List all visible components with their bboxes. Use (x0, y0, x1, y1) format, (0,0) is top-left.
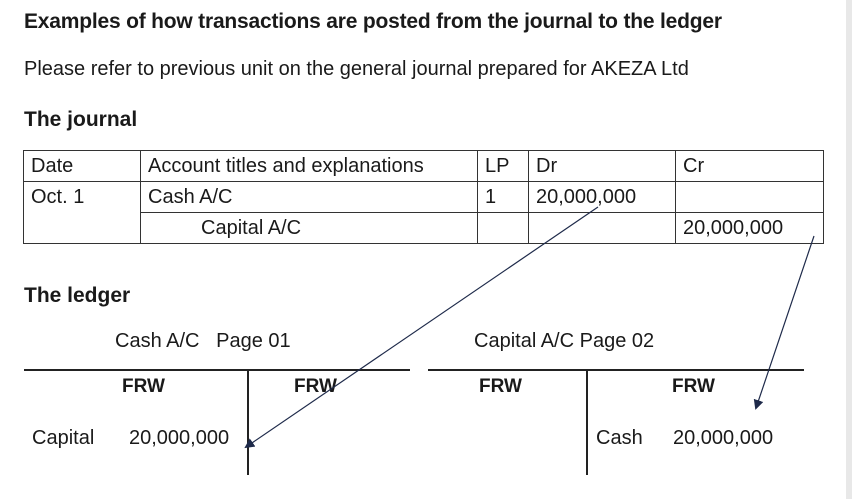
intro-text: Please refer to previous unit on the gen… (24, 58, 689, 80)
capital-account-caption: Capital A/C Page 02 (474, 330, 655, 352)
header-dr: Dr (528, 150, 676, 182)
header-account: Account titles and explanations (140, 150, 478, 182)
cell-account: Cash A/C (140, 181, 478, 213)
ledger-title: The ledger (24, 284, 131, 307)
cash-account-vertical-line (247, 369, 249, 475)
page-heading: Examples of how transactions are posted … (24, 10, 722, 33)
cell-cr: 20,000,000 (675, 212, 824, 244)
header-cr: Cr (675, 150, 824, 182)
cash-account-horizontal-line (24, 369, 410, 371)
cash-account-caption: Cash A/C Page 01 (115, 330, 291, 352)
header-date: Date (23, 150, 141, 182)
capital-debit-heading: FRW (479, 376, 522, 397)
arrow-dr-to-cash-ledger (244, 206, 599, 449)
capital-credit-entry-label: Cash (596, 427, 643, 449)
cell-cr (675, 181, 824, 213)
journal-title: The journal (24, 108, 138, 131)
journal-row: Oct. 1 Cash A/C 1 20,000,000 (23, 181, 824, 213)
cell-dr (528, 212, 676, 244)
journal-header-row: Date Account titles and explanations LP … (23, 150, 824, 182)
journal-table: Date Account titles and explanations LP … (23, 150, 824, 244)
cell-account: Capital A/C (140, 212, 478, 244)
journal-row: Capital A/C 20,000,000 (23, 212, 824, 244)
capital-credit-entry-amount: 20,000,000 (673, 427, 774, 449)
capital-credit-heading: FRW (672, 376, 715, 397)
cash-debit-heading: FRW (122, 376, 165, 397)
cell-date: Oct. 1 (23, 181, 141, 213)
arrow-cr-to-capital-ledger (753, 235, 815, 410)
capital-account-horizontal-line (428, 369, 804, 371)
cash-debit-entry-amount: 20,000,000 (129, 427, 230, 449)
capital-account-vertical-line (586, 369, 588, 475)
cell-date (23, 212, 141, 244)
cell-dr: 20,000,000 (528, 181, 676, 213)
page-edge-shadow (846, 0, 852, 499)
cash-debit-entry-label: Capital (32, 427, 95, 449)
